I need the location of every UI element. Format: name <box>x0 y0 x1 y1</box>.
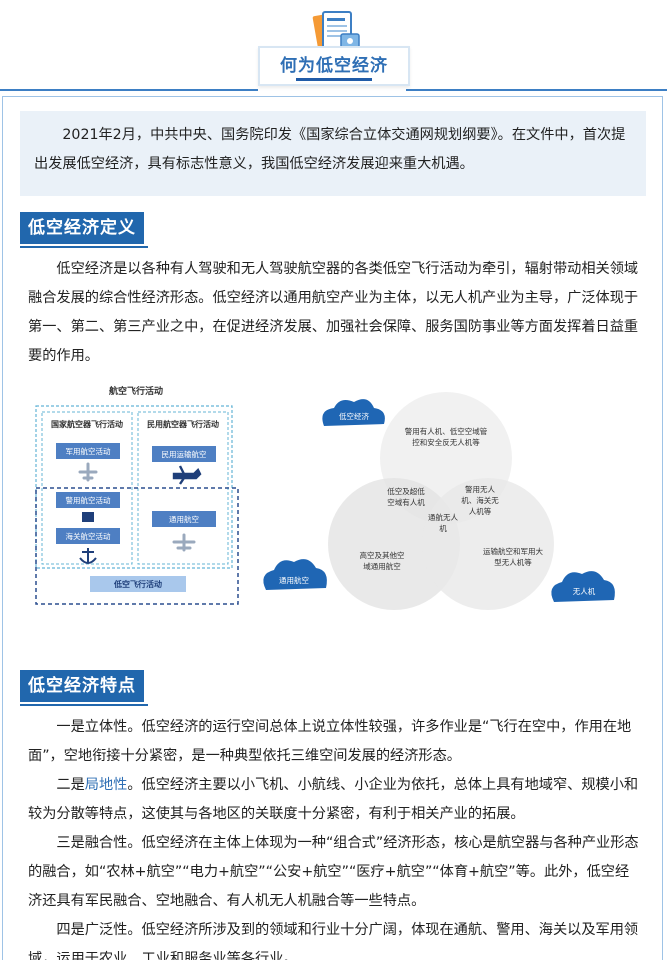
civil-group-label: 民用航空器飞行活动 <box>147 419 219 429</box>
overlap-right-text-box: 警用无人机、海关无人机等 <box>461 485 499 516</box>
circle-left <box>328 478 460 610</box>
cloud-left-label: 通用航空 <box>279 575 309 585</box>
document-icon <box>312 11 360 49</box>
locality-link[interactable]: 局地性 <box>84 777 128 793</box>
civil-transport-box <box>152 446 216 462</box>
circle-left-text: 高空及其他空域通用航空 <box>359 551 405 571</box>
right-diagram: 低空经济 通用航空 无人机 警用有人机、低空空域管控和安全反无人机等 低空及超低… <box>263 392 615 610</box>
circle-left-text-box: 高空及其他空域通用航空 <box>359 551 405 571</box>
feature-4: 四是广泛性。低空经济所涉及到的领域和行业十分广阔，体现在通航、警用、海关以及军用… <box>28 922 639 960</box>
intro-box: 2021年2月，中共中央、国务院印发《国家综合立体交通网规划纲要》。在文件中，首… <box>20 111 646 196</box>
section-heading-features-label: 低空经济特点 <box>28 676 136 696</box>
airliner-icon <box>172 465 202 485</box>
general-label: 通用航空 <box>169 514 199 524</box>
feature-2-rest: 。低空经济主要以小飞机、小航线、小企业为依托，总体上具有地域窄、规模小和较为分散… <box>28 777 639 822</box>
circle-right <box>422 478 554 610</box>
circle-right-text: 运输航空和军用大型无人机等 <box>483 547 543 567</box>
center-text: 通航无人机 <box>428 513 458 533</box>
low-altitude-label-box <box>90 576 186 592</box>
low-altitude-box <box>35 487 239 605</box>
state-aviation-box <box>41 411 133 565</box>
cloud-top-label: 低空经济 <box>339 411 369 421</box>
low-altitude-label: 低空飞行活动 <box>113 579 162 589</box>
definition-paragraph: 低空经济是以各种有人驾驶和无人驾驶航空器的各类低空飞行活动为牵引，辐射带动相关领… <box>28 255 640 371</box>
customs-label: 海关航空活动 <box>66 531 111 541</box>
civil-transport-label: 民用运输航空 <box>162 449 207 459</box>
aviation-box-outer <box>35 405 233 569</box>
feature-2-lead: 二是 <box>56 777 85 793</box>
feature-2: 二是局地性。低空经济主要以小飞机、小航线、小企业为依托，总体上具有地域窄、规模小… <box>28 771 640 829</box>
general-box <box>152 511 216 527</box>
circle-top-text-box: 警用有人机、低空空域管控和安全反无人机等 <box>404 427 488 447</box>
header: 何为低空经济 <box>0 0 667 92</box>
drone-icon <box>82 512 94 522</box>
small-plane-icon <box>172 533 196 552</box>
circle-right-text-box: 运输航空和军用大型无人机等 <box>483 547 543 567</box>
jet-icon <box>78 462 98 482</box>
section-heading-definition-label: 低空经济定义 <box>28 218 136 238</box>
circle-top-text: 警用有人机、低空空域管控和安全反无人机等 <box>404 427 488 447</box>
overlap-left-text: 低空及超低空域有人机 <box>387 487 425 507</box>
cloud-top <box>322 399 385 426</box>
overlap-left-text-box: 低空及超低空域有人机 <box>387 487 425 507</box>
left-diagram: 航空飞行活动 国家航空器飞行活动 民用航空器飞行活动 军用航空活动 民用运输航空… <box>35 385 239 605</box>
diagram-title: 航空飞行活动 <box>109 385 163 396</box>
title-underline <box>296 78 372 81</box>
section-heading-features: 低空经济特点 <box>20 670 148 706</box>
state-group-label: 国家航空器飞行活动 <box>51 419 123 429</box>
definition-text: 低空经济是以各种有人驾驶和无人驾驶航空器的各类低空飞行活动为牵引，辐射带动相关领… <box>28 261 639 364</box>
customs-box <box>56 528 120 544</box>
feature-3: 三是融合性。低空经济在主体上体现为一种“组合式”经济形态，核心是航空器与各种产业… <box>28 835 639 909</box>
cloud-right <box>551 571 615 602</box>
header-rule-right <box>406 89 667 91</box>
police-box <box>56 492 120 508</box>
content-frame <box>2 96 663 960</box>
title-box: 何为低空经济 <box>258 46 410 86</box>
center-text-box: 通航无人机 <box>428 513 458 533</box>
military-label: 军用航空活动 <box>66 446 111 456</box>
anchor-icon <box>79 548 97 564</box>
police-label: 警用航空活动 <box>66 495 111 505</box>
section-heading-definition: 低空经济定义 <box>20 212 148 248</box>
military-box <box>56 443 120 459</box>
feature-1: 一是立体性。低空经济的运行空间总体上说立体性较强，许多作业是“飞行在空中，作用在… <box>28 719 632 764</box>
intro-text: 2021年2月，中共中央、国务院印发《国家综合立体交通网规划纲要》。在文件中，首… <box>34 127 626 172</box>
cloud-right-label: 无人机 <box>573 586 596 596</box>
low-altitude-diagram: 航空飞行活动 国家航空器飞行活动 民用航空器飞行活动 军用航空活动 民用运输航空… <box>35 385 615 610</box>
features-paragraphs: 一是立体性。低空经济的运行空间总体上说立体性较强，许多作业是“飞行在空中，作用在… <box>28 713 640 960</box>
page-title: 何为低空经济 <box>280 56 388 76</box>
overlap-right-text: 警用无人机、海关无人机等 <box>461 485 499 516</box>
header-rule-left <box>0 89 258 91</box>
cloud-left <box>263 559 327 590</box>
